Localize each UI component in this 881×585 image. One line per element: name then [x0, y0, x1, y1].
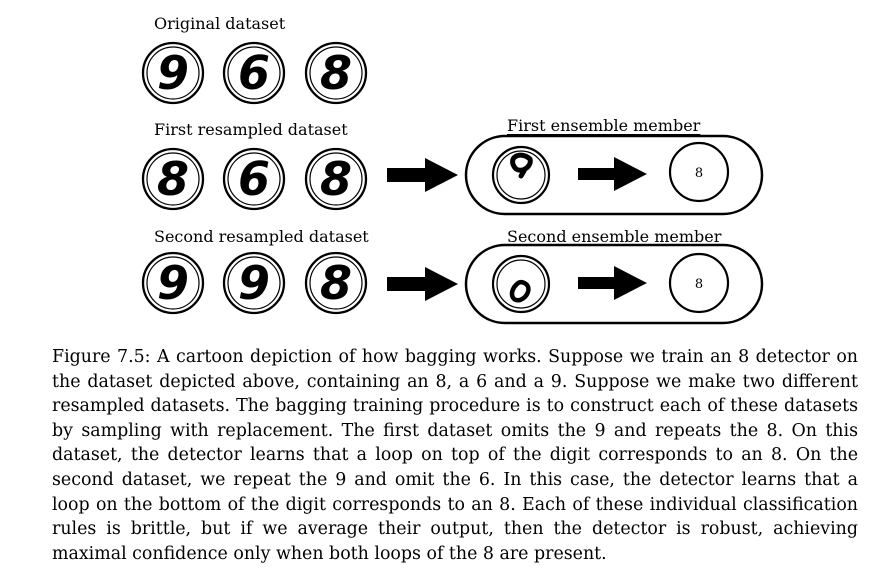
- second-ensemble-member-label: Second ensemble member: [507, 227, 722, 246]
- top-loop-fragment-icon: [510, 152, 533, 179]
- second-dataset-arrow-icon: [387, 267, 458, 301]
- digit-circle: [222, 147, 286, 211]
- second-member-feature-inner-circle: [496, 259, 546, 309]
- second-member-output-circle: [668, 252, 730, 314]
- digit-circle: [141, 41, 205, 105]
- second-resampled-dataset-label: Second resampled dataset: [154, 227, 369, 246]
- handwritten-digit: 6: [238, 152, 270, 206]
- first-member-feature-inner-circle: [496, 150, 546, 200]
- dataset-digit-0-2: 8: [304, 41, 368, 105]
- dataset-digit-2-0: 9: [141, 251, 205, 315]
- handwritten-digit: 9: [157, 256, 189, 310]
- dataset-digit-0-0: 9: [141, 41, 205, 105]
- first-resampled-dataset-label: First resampled dataset: [154, 120, 348, 139]
- digit-inner-circle: [146, 152, 200, 206]
- handwritten-digit: 6: [238, 46, 270, 100]
- dataset-digit-1-1: 6: [222, 147, 286, 211]
- digit-circle: [222, 251, 286, 315]
- first-dataset-arrow-icon: [387, 158, 458, 192]
- digit-circle: [304, 147, 368, 211]
- digit-inner-circle: [227, 256, 281, 310]
- dataset-digit-2-2: 8: [304, 251, 368, 315]
- dataset-digit-1-2: 8: [304, 147, 368, 211]
- first-member-output-circle: [668, 141, 730, 203]
- handwritten-digit: 9: [157, 46, 189, 100]
- digit-inner-circle: [227, 152, 281, 206]
- dataset-digit-2-1: 9: [222, 251, 286, 315]
- digit-inner-circle: [309, 46, 363, 100]
- bottom-loop-fragment-icon: [509, 279, 531, 303]
- second-ensemble-member-capsule: [464, 243, 764, 325]
- digit-inner-circle: [309, 256, 363, 310]
- digit-circle: [304, 251, 368, 315]
- handwritten-digit: 8: [320, 46, 352, 100]
- digit-inner-circle: [146, 256, 200, 310]
- handwritten-digit: 8: [320, 256, 352, 310]
- first-ensemble-member-capsule: [464, 134, 764, 216]
- first-member-output-value: 8: [695, 166, 703, 181]
- figure-caption: Figure 7.5: A cartoon depiction of how b…: [52, 347, 858, 564]
- digit-inner-circle: [146, 46, 200, 100]
- original-dataset-label: Original dataset: [154, 14, 286, 33]
- digit-inner-circle: [309, 152, 363, 206]
- first-member-inner-arrow-icon: [578, 157, 647, 191]
- digit-circle: [222, 41, 286, 105]
- dataset-digit-0-1: 6: [222, 41, 286, 105]
- first-ensemble-member-label: First ensemble member: [507, 116, 701, 135]
- dataset-digit-1-0: 8: [141, 147, 205, 211]
- second-member-output-value: 8: [695, 277, 703, 292]
- digit-circle: [304, 41, 368, 105]
- second-member-inner-arrow-icon: [578, 266, 647, 300]
- digit-circle: [141, 251, 205, 315]
- handwritten-digit: 9: [238, 256, 270, 310]
- digit-circle: [141, 147, 205, 211]
- digit-inner-circle: [227, 46, 281, 100]
- handwritten-digit: 8: [157, 152, 189, 206]
- handwritten-digit: 8: [320, 152, 352, 206]
